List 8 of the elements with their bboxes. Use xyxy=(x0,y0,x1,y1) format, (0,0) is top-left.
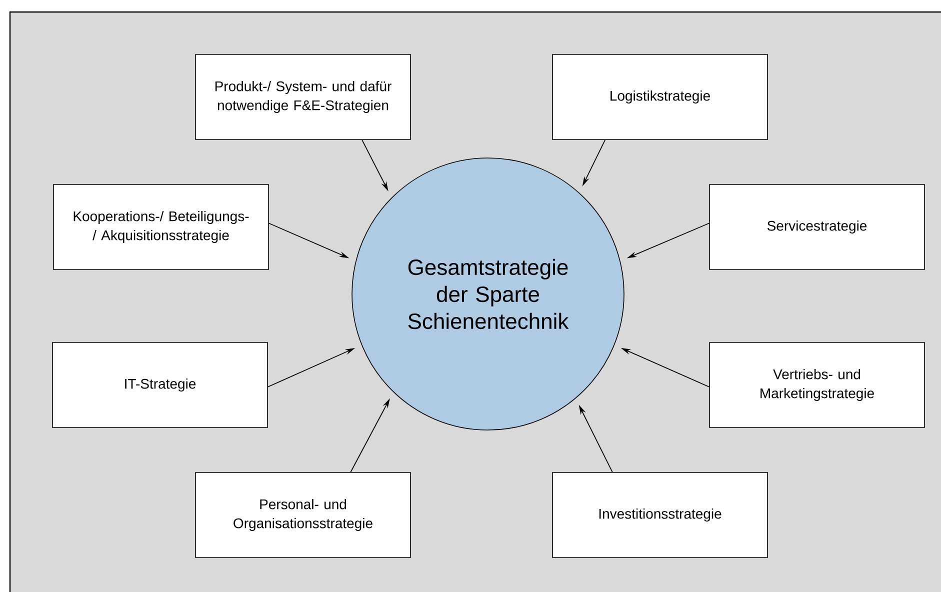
strategy-box: Personal- und Organisationsstrategie xyxy=(195,472,411,558)
strategy-box: Produkt-/ System- und dafür notwendige F&E-Strategien xyxy=(195,54,411,140)
strategy-box: Servicestrategie xyxy=(709,184,925,270)
strategy-box: Vertriebs- und Marketingstrategie xyxy=(709,342,925,428)
strategy-box: Kooperations-/ Beteiligungs-/ Akquisitionsstrategie xyxy=(53,184,269,270)
strategy-box: IT-Strategie xyxy=(52,342,268,428)
strategy-box: Investitionsstrategie xyxy=(552,472,768,558)
strategy-box: Logistikstrategie xyxy=(552,54,768,140)
